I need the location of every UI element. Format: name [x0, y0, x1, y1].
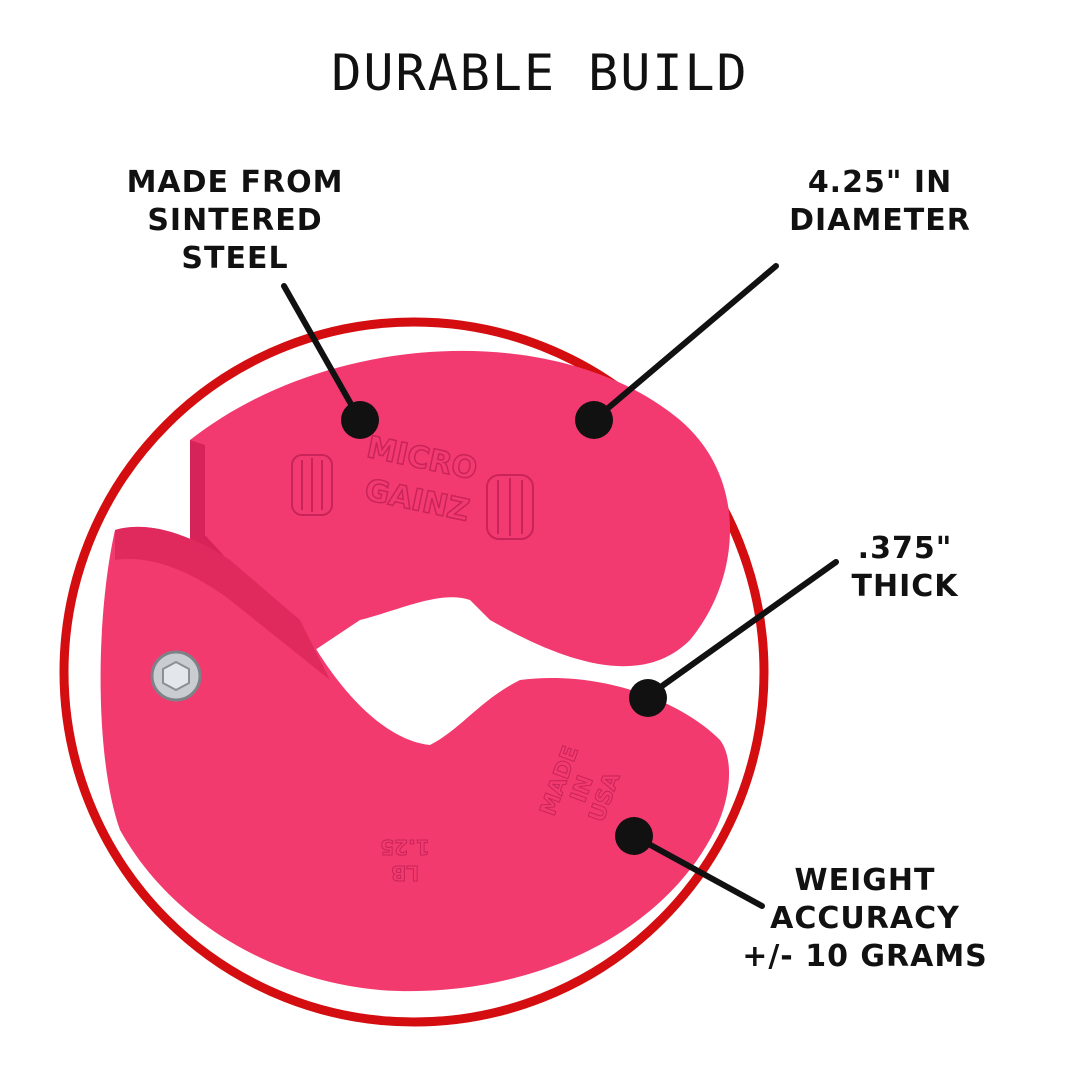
leader-line-thickness — [645, 559, 839, 699]
callout-diameter: 4.25" IN DIAMETER — [760, 164, 1000, 240]
callout-dot-diameter — [575, 401, 613, 439]
front-plate-shade — [115, 526, 330, 680]
callout-accuracy-line: WEIGHT — [794, 863, 936, 898]
callout-accuracy: WEIGHT ACCURACY +/- 10 GRAMS — [730, 862, 1000, 976]
front-plate — [100, 526, 730, 992]
bolt-head — [162, 660, 190, 692]
leader-line-diameter — [591, 263, 779, 423]
leader-line-accuracy — [631, 833, 765, 909]
callout-material-line: SINTERED — [147, 203, 323, 238]
callout-dot-material — [341, 401, 379, 439]
callout-diameter-line: 4.25" IN — [807, 165, 953, 200]
dumbbell-emblem-right — [486, 474, 534, 540]
callout-dot-accuracy — [615, 817, 653, 855]
callout-accuracy-line: ACCURACY — [770, 901, 960, 936]
callout-thickness-line: .375" — [857, 531, 953, 566]
callout-thickness-line: THICK — [851, 569, 959, 604]
leader-line-material — [281, 283, 363, 423]
callout-material: MADE FROM SINTERED STEEL — [90, 164, 380, 278]
callout-accuracy-line: +/- 10 GRAMS — [742, 939, 988, 974]
dumbbell-emblem-left — [291, 454, 333, 516]
callout-dot-thickness — [629, 679, 667, 717]
red-ring — [59, 317, 769, 1027]
callout-material-line: MADE FROM — [126, 165, 344, 200]
weight-unit: LB — [391, 861, 419, 885]
headline: DURABLE BUILD — [331, 44, 749, 102]
callout-thickness: .375" THICK — [820, 530, 990, 606]
callout-diameter-line: DIAMETER — [789, 203, 971, 238]
weight-value: 1.25 — [380, 835, 429, 859]
callout-material-line: STEEL — [181, 241, 289, 276]
